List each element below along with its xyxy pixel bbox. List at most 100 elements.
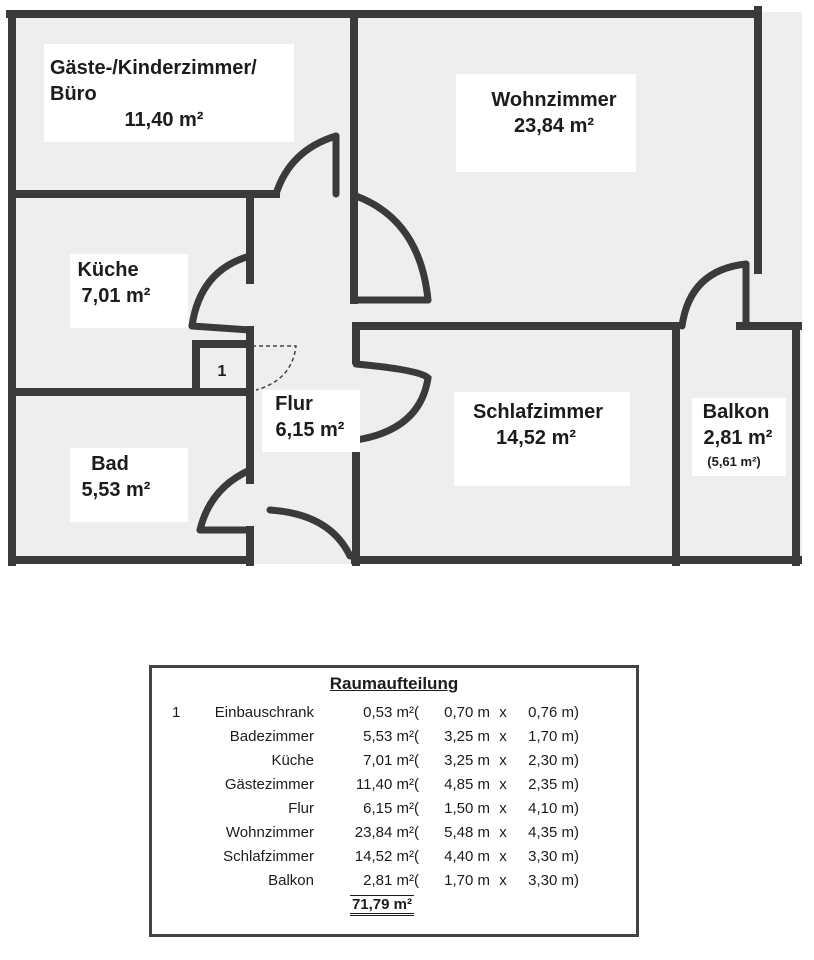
- times-sign: x: [499, 799, 507, 817]
- row-number: 1: [172, 703, 181, 721]
- room-height: 3,30 m: [528, 871, 574, 889]
- room-height: 1,70 m: [528, 727, 574, 745]
- label-panel-wohnzimmer: [456, 74, 636, 172]
- open-paren: (: [414, 823, 419, 841]
- open-paren: (: [414, 703, 419, 721]
- room-area-flur: 6,15 m²: [276, 419, 345, 441]
- open-paren: (: [414, 871, 419, 889]
- room-name-kueche: Küche: [77, 259, 138, 281]
- room-height: 2,30 m: [528, 751, 574, 769]
- room-name: Flur: [288, 799, 314, 817]
- times-sign: x: [499, 703, 507, 721]
- room-height: 4,35 m: [528, 823, 574, 841]
- table-row: 1 Einbauschrank 0,53 m²(0,70 m x 0,76 m): [172, 700, 588, 724]
- label-panel-schlafzimmer: [454, 392, 630, 486]
- room-name: Einbauschrank: [214, 703, 314, 721]
- close-paren: ): [574, 799, 579, 817]
- times-sign: x: [499, 847, 507, 865]
- room-width: 3,25 m: [444, 751, 490, 769]
- label-panel-flur: [262, 390, 360, 452]
- times-sign: x: [499, 823, 507, 841]
- room-name-gaeste-line1: Gäste-/Kinderzimmer/: [50, 57, 257, 79]
- label-panel-balkon: [692, 398, 786, 476]
- room-area: 11,40 m²: [355, 775, 414, 793]
- table-row: Küche 7,01 m²(3,25 m x 2,30 m): [172, 748, 588, 772]
- table-row: Flur 6,15 m²(1,50 m x 4,10 m): [172, 796, 588, 820]
- room-area-wohnzimmer: 23,84 m²: [514, 115, 594, 137]
- room-name: Wohnzimmer: [225, 823, 314, 841]
- room-name: Balkon: [268, 871, 314, 889]
- close-paren: ): [574, 847, 579, 865]
- walls: [6, 6, 802, 566]
- room-name-wohnzimmer: Wohnzimmer: [491, 89, 616, 111]
- room-area-schlafzimmer: 14,52 m²: [496, 427, 576, 449]
- room-name: Badezimmer: [229, 727, 314, 745]
- room-name: Schlafzimmer: [223, 847, 314, 865]
- room-width: 5,48 m: [444, 823, 490, 841]
- room-width: 4,40 m: [444, 847, 490, 865]
- room-name: Küche: [271, 751, 314, 769]
- close-paren: ): [574, 727, 579, 745]
- room-height: 3,30 m: [528, 847, 574, 865]
- room-area: 0,53 m²: [363, 703, 414, 721]
- room-area: 6,15 m²: [363, 799, 414, 817]
- room-area: 23,84 m²: [354, 823, 414, 841]
- open-paren: (: [414, 751, 419, 769]
- room-width: 0,70 m: [444, 703, 490, 721]
- total-spacer: [172, 892, 314, 916]
- room-area: 2,81 m²: [363, 871, 414, 889]
- room-height: 0,76 m: [528, 703, 574, 721]
- room-area: 14,52 m²: [354, 847, 414, 865]
- row-number: [172, 772, 194, 796]
- room-width: 3,25 m: [444, 727, 490, 745]
- times-sign: x: [499, 727, 507, 745]
- close-paren: ): [574, 751, 579, 769]
- close-paren: ): [574, 775, 579, 793]
- table-row: Wohnzimmer 23,84 m²(5,48 m x 4,35 m): [172, 820, 588, 844]
- room-name-gaeste-line2: Büro: [50, 83, 97, 105]
- room-area-kueche: 7,01 m²: [82, 285, 151, 307]
- room-width: 1,70 m: [444, 871, 490, 889]
- open-paren: (: [414, 775, 419, 793]
- room-area-balkon-full: (5,61 m²): [707, 454, 760, 469]
- room-number-einbauschrank: 1: [218, 363, 227, 380]
- room-area: 5,53 m²: [363, 727, 414, 745]
- table-row: Badezimmer 5,53 m²(3,25 m x 1,70 m): [172, 724, 588, 748]
- room-name-schlafzimmer: Schlafzimmer: [473, 401, 603, 423]
- table-total-row: 71,79 m²: [172, 892, 588, 916]
- room-name-bad: Bad: [91, 453, 129, 475]
- close-paren: ): [574, 823, 579, 841]
- room-area-balkon: 2,81 m²: [704, 427, 773, 449]
- row-number: [172, 820, 194, 844]
- floor-plan: Gäste-/Kinderzimmer/ Büro 11,40 m² Wohnz…: [6, 6, 802, 566]
- room-area-bad: 5,53 m²: [82, 479, 151, 501]
- room-width: 4,85 m: [444, 775, 490, 793]
- room-name-balkon: Balkon: [703, 401, 770, 423]
- label-panel-gaeste: [44, 44, 294, 142]
- close-paren: ): [574, 703, 579, 721]
- open-paren: (: [414, 847, 419, 865]
- times-sign: x: [499, 871, 507, 889]
- open-paren: (: [414, 799, 419, 817]
- room-height: 4,10 m: [528, 799, 574, 817]
- open-paren: (: [414, 727, 419, 745]
- room-width: 1,50 m: [444, 799, 490, 817]
- table-row: Schlafzimmer 14,52 m²(4,40 m x 3,30 m): [172, 844, 588, 868]
- row-number: [172, 796, 194, 820]
- total-area-cell: 71,79 m²: [314, 892, 414, 916]
- total-area: 71,79 m²: [349, 894, 414, 916]
- row-number: [172, 724, 194, 748]
- times-sign: x: [499, 775, 507, 793]
- room-table-title: Raumaufteilung: [329, 674, 459, 693]
- row-number: [172, 868, 194, 892]
- times-sign: x: [499, 751, 507, 769]
- room-height: 2,35 m: [528, 775, 574, 793]
- room-area-gaeste: 11,40 m²: [125, 109, 204, 131]
- row-number: [172, 748, 194, 772]
- room-area: 7,01 m²: [363, 751, 414, 769]
